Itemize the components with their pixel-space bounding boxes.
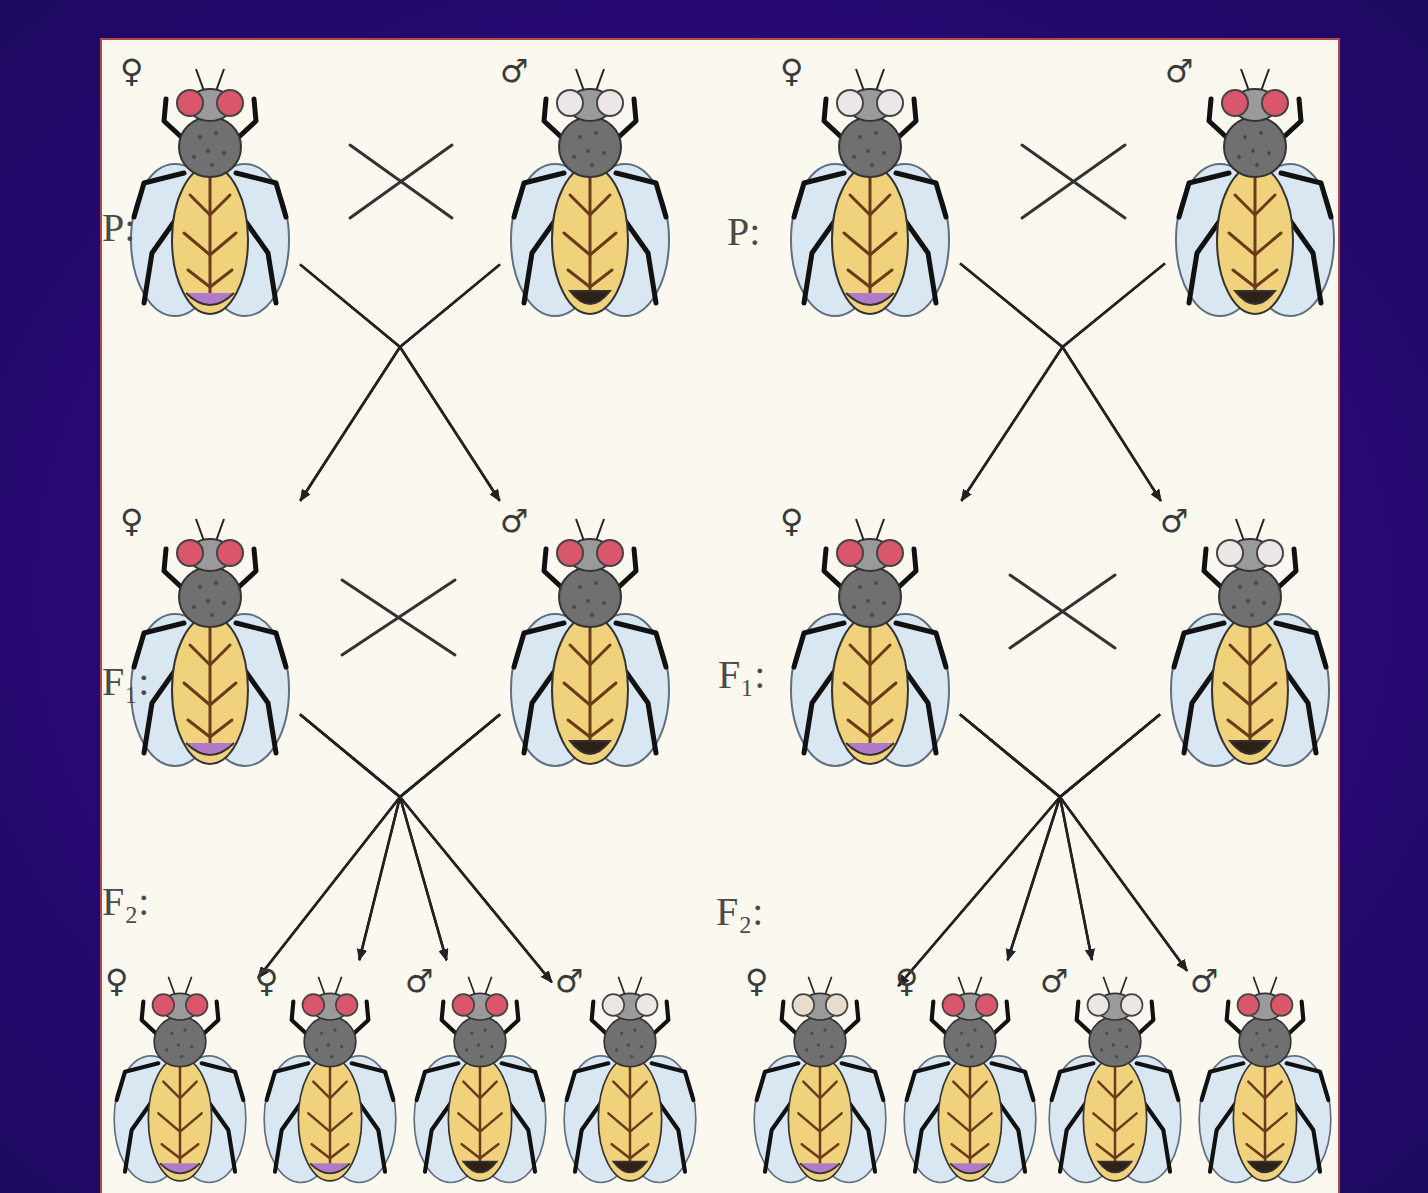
sex-symbol: ♂ [555, 965, 584, 997]
sex-symbol: ♂ [1040, 965, 1069, 997]
inheritance-arrow [961, 263, 1165, 500]
fly [414, 977, 546, 1183]
sex-symbol: ♀ [780, 505, 803, 537]
fly-node: ♂ [500, 505, 680, 775]
fly [511, 69, 669, 316]
fly [564, 977, 696, 1183]
sex-symbol: ♂ [1190, 965, 1219, 997]
inheritance-arrow [258, 714, 400, 978]
sex-symbol: ♀ [120, 55, 143, 87]
inheritance-arrow [258, 714, 500, 978]
inheritance-arrow [300, 264, 500, 500]
fly [904, 977, 1036, 1183]
inheritance-arrow [960, 263, 1161, 500]
fly [114, 977, 246, 1183]
inheritance-arrow [960, 714, 1187, 970]
inheritance-arrow [400, 714, 500, 960]
fly [1176, 69, 1334, 316]
fly-node: ♂ [405, 965, 555, 1190]
fly [1049, 977, 1181, 1183]
fly-node: ♀ [255, 965, 405, 1190]
sex-symbol: ♀ [745, 965, 768, 997]
inheritance-arrow [300, 714, 552, 982]
fly-node: ♂ [1160, 505, 1340, 775]
sex-symbol: ♀ [780, 55, 803, 87]
sex-symbol: ♂ [405, 965, 434, 997]
fly-node: ♀ [105, 965, 255, 1190]
generation-label: P: [102, 208, 135, 248]
inheritance-arrow [400, 714, 552, 982]
fly [754, 977, 886, 1183]
sex-symbol: ♂ [1160, 505, 1189, 537]
fly [511, 519, 669, 766]
generation-label: F₂: [716, 892, 763, 932]
fly [1171, 519, 1329, 766]
inheritance-arrow [960, 714, 1060, 960]
inheritance-arrow [1063, 263, 1166, 500]
fly-node: ♀ [745, 965, 895, 1190]
sex-symbol: ♂ [500, 55, 529, 87]
fly-node: ♀ [120, 505, 300, 775]
cross-mark [342, 145, 1125, 655]
inheritance-arrow [1008, 714, 1160, 960]
fly-node: ♂ [1165, 55, 1345, 325]
inheritance-arrow [300, 714, 400, 960]
generation-label: F₁: [718, 655, 765, 695]
inheritance-arrow [1060, 714, 1187, 970]
inheritance-arrow [359, 714, 500, 960]
generation-label: F₁: [102, 662, 149, 702]
fly-node: ♀ [895, 965, 1045, 1190]
inheritance-arrow [898, 714, 1160, 986]
fly-node: ♀ [120, 55, 300, 325]
fly [264, 977, 396, 1183]
inheritance-arrow [898, 714, 1060, 986]
inheritance-arrow [300, 714, 447, 960]
fly [131, 519, 289, 766]
inheritance-arrow [300, 264, 400, 500]
inheritance-arrow [300, 264, 500, 500]
fly-node: ♀ [780, 55, 960, 325]
sex-symbol: ♀ [120, 505, 143, 537]
fly-node: ♂ [1190, 965, 1340, 1190]
sex-symbol: ♀ [255, 965, 278, 997]
inheritance-arrow [1060, 714, 1160, 960]
fly [131, 69, 289, 316]
fly [791, 519, 949, 766]
sex-symbol: ♂ [500, 505, 529, 537]
sex-symbol: ♀ [895, 965, 918, 997]
generation-label: F₂: [102, 882, 149, 922]
generation-label: P: [727, 212, 760, 252]
inheritance-arrow [960, 263, 1063, 500]
sex-symbol: ♀ [105, 965, 128, 997]
fly-node: ♂ [1040, 965, 1190, 1190]
inheritance-arrow [400, 264, 500, 500]
sex-symbol: ♂ [1165, 55, 1194, 87]
fly [791, 69, 949, 316]
fly-node: ♂ [555, 965, 705, 1190]
fly-node: ♂ [500, 55, 680, 325]
fly-node: ♀ [780, 505, 960, 775]
fly [1199, 977, 1331, 1183]
